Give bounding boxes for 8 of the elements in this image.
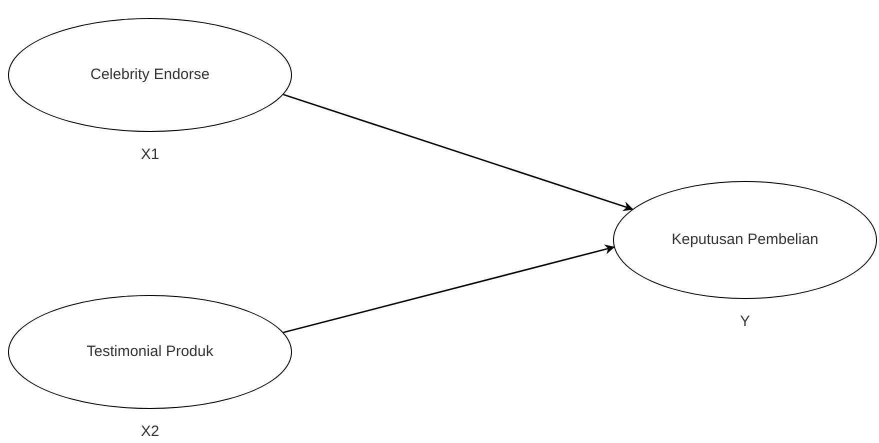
node-label: Keputusan Pembelian (672, 230, 818, 250)
variable-label: Y (740, 312, 750, 332)
arrow (283, 244, 615, 334)
node-label: Testimonial Produk (86, 342, 214, 362)
variable-label: X1 (140, 144, 160, 165)
node-label: Celebrity Endorse (90, 64, 210, 85)
variable-label: X2 (140, 422, 160, 442)
arrow (283, 94, 634, 212)
